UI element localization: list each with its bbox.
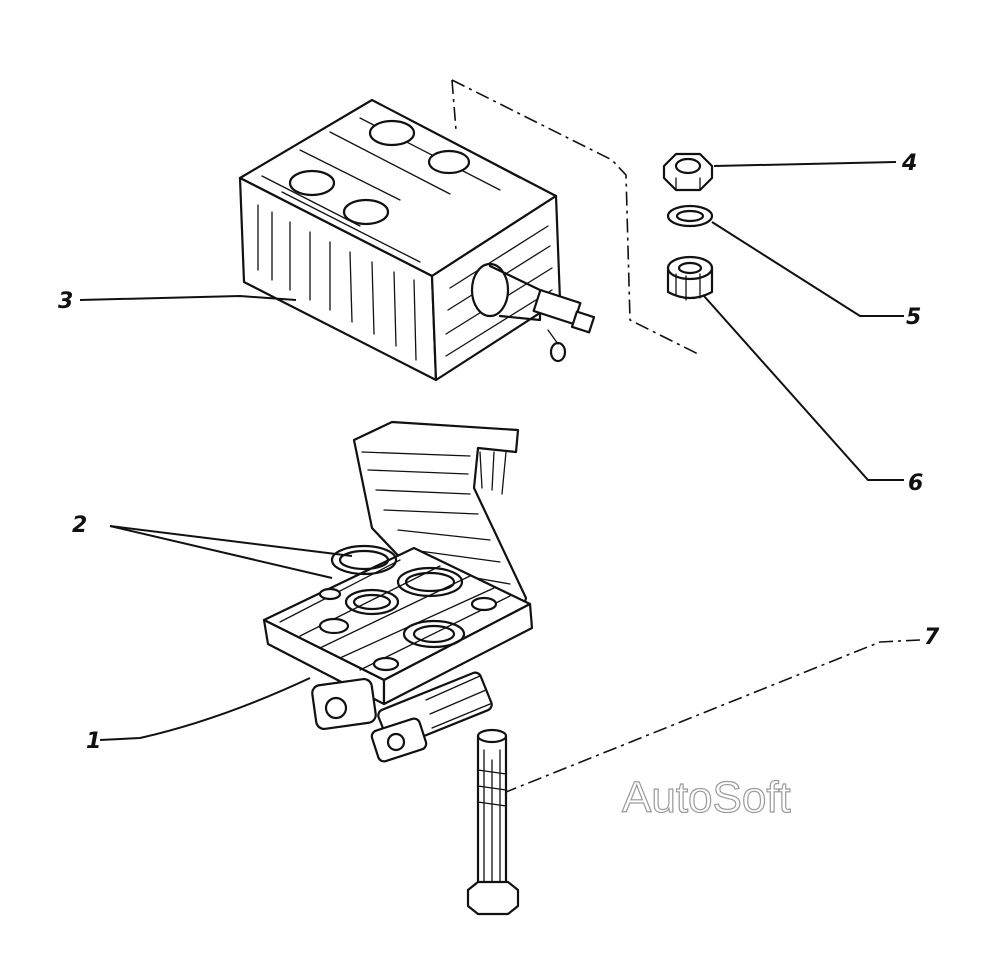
callout-7: 7 — [924, 625, 940, 650]
block-icon — [238, 98, 596, 382]
callout-2: 2 — [72, 513, 87, 538]
assembly-guide-line — [451, 79, 701, 356]
nut-icon — [662, 152, 714, 192]
leader-lines — [79, 161, 921, 793]
washer-icon — [666, 204, 714, 228]
callout-labels: 1 2 3 4 5 6 7 — [58, 151, 940, 754]
o-ring-icon — [330, 544, 466, 649]
valve-body-icon — [262, 420, 534, 763]
callout-5: 5 — [906, 305, 921, 330]
callout-6: 6 — [908, 471, 923, 496]
callout-1: 1 — [86, 729, 101, 754]
watermark: AutoSoft — [622, 773, 791, 822]
callout-4: 4 — [901, 151, 917, 176]
callout-3: 3 — [58, 289, 73, 314]
spacer-icon — [666, 255, 714, 301]
bolt-icon — [466, 728, 520, 916]
